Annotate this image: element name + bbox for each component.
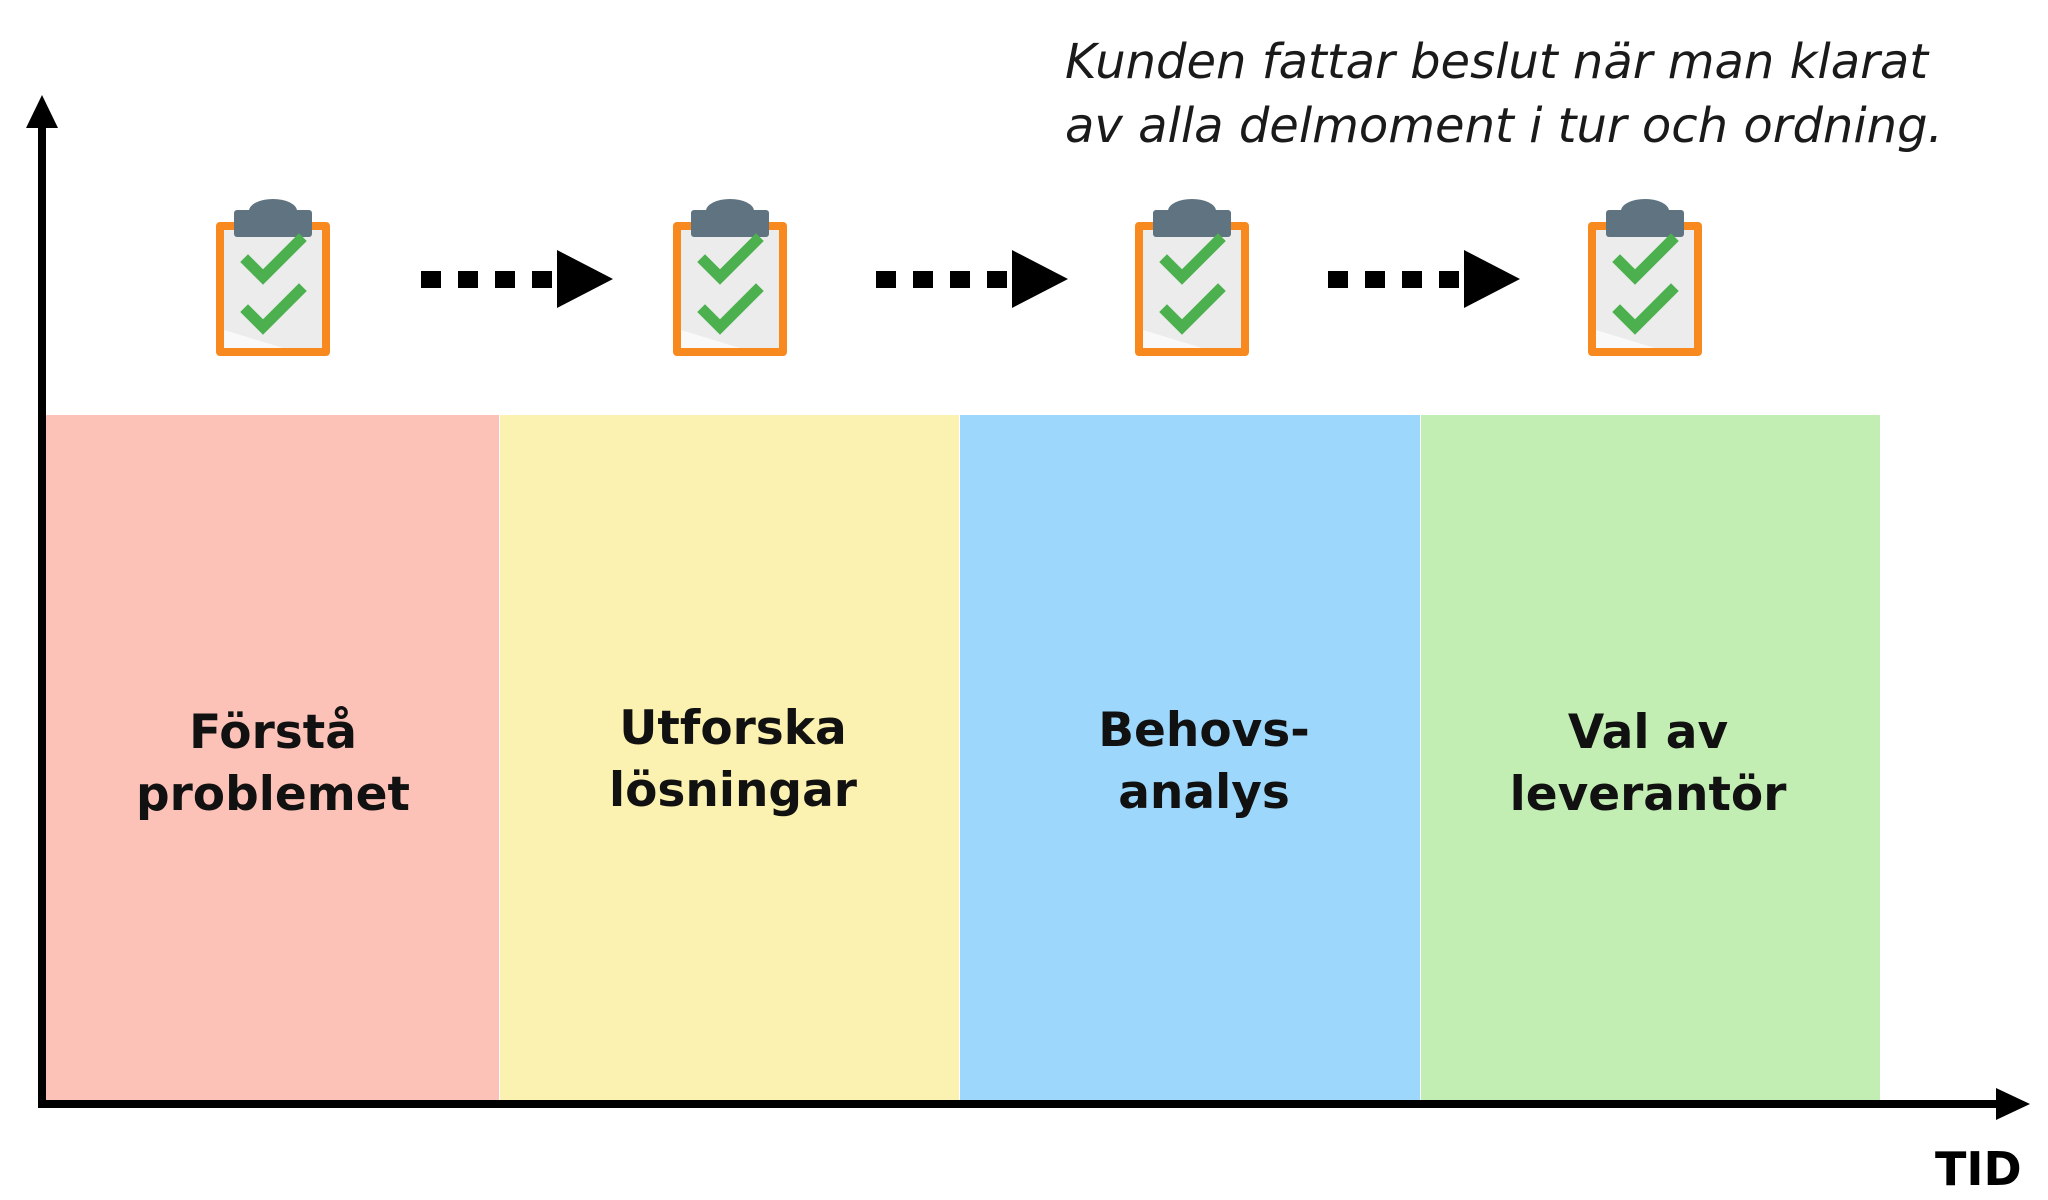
arrow-dash (876, 271, 896, 288)
note-line-1: Kunden fattar beslut när man klarat (1065, 34, 1930, 90)
stage-behovsanalys-label-line-1: Behovs- (1098, 703, 1310, 758)
check-icon-1 (240, 233, 307, 285)
arrow-head (557, 250, 613, 308)
dotted-arrows (421, 250, 1520, 308)
clipboard-clip (234, 210, 312, 237)
x-axis-arrowhead-icon (1996, 1088, 2030, 1120)
stage-utforska-label-line-1: Utforska (619, 701, 847, 756)
arrow-head (1012, 250, 1068, 308)
arrow-dash (1365, 271, 1385, 288)
stage-val-block (1421, 415, 1880, 1100)
stage-forsta-label-line-1: Förstå (189, 705, 357, 760)
stage-forsta-label-line-2: problemet (136, 767, 410, 822)
stage-utforska-clipboard-check-icon (673, 199, 787, 356)
dotted-arrow-1-icon (421, 250, 613, 308)
clipboard-paper-shade (681, 330, 740, 348)
stage-forsta-block (46, 415, 499, 1100)
check-icon-1 (1612, 233, 1679, 285)
check-icon-1 (1159, 233, 1226, 285)
stage-utforska-block (500, 415, 959, 1100)
clipboard-paper-shade (224, 330, 283, 348)
check-icon-2 (697, 283, 764, 335)
dotted-arrow-3-icon (1328, 250, 1520, 308)
check-icon-1 (697, 233, 764, 285)
decision-note: Kunden fattar beslut när man klarat av a… (1065, 34, 1943, 154)
stage-val-label-line-1: Val av (1568, 705, 1728, 760)
stage-blocks (46, 415, 1880, 1100)
y-axis-arrowhead-icon (26, 95, 58, 128)
arrow-dash (495, 271, 515, 288)
stage-forsta-clipboard-check-icon (216, 199, 330, 356)
clipboard-paper (681, 230, 779, 348)
stage-behovsanalys-label-line-2: analys (1118, 765, 1290, 820)
note-line-2: av alla delmoment i tur och ordning. (1065, 98, 1943, 154)
stage-labels: Förstå problemet Utforska lösningar Beho… (136, 701, 1787, 822)
stage-val-clipboard-check-icon (1588, 199, 1702, 356)
arrow-dash (458, 271, 478, 288)
clipboard-icons (216, 199, 1702, 356)
arrow-dash (421, 271, 441, 288)
clipboard-clip (1606, 210, 1684, 237)
stage-utforska-label-line-2: lösningar (609, 763, 858, 818)
arrow-dash (1402, 271, 1422, 288)
arrow-dash (950, 271, 970, 288)
clipboard-paper-shade (1143, 330, 1202, 348)
clipboard-paper (1143, 230, 1241, 348)
clipboard-clip (1153, 210, 1231, 237)
arrow-dash (1328, 271, 1348, 288)
arrow-dash (987, 271, 1007, 288)
x-axis-label: TID (1935, 1142, 2022, 1196)
axes: TID (26, 95, 2030, 1196)
arrow-head (1464, 250, 1520, 308)
clipboard-paper (224, 230, 322, 348)
stage-val-label-line-2: leverantör (1510, 767, 1788, 822)
check-icon-2 (240, 283, 307, 335)
stage-behovsanalys-block (960, 415, 1420, 1100)
arrow-dash (913, 271, 933, 288)
clipboard-clip (691, 210, 769, 237)
clipboard-paper-shade (1596, 330, 1655, 348)
check-icon-2 (1612, 283, 1679, 335)
stage-behovsanalys-clipboard-check-icon (1135, 199, 1249, 356)
arrow-dash (532, 271, 552, 288)
dotted-arrow-2-icon (876, 250, 1068, 308)
check-icon-2 (1159, 283, 1226, 335)
arrow-dash (1439, 271, 1459, 288)
clipboard-paper (1596, 230, 1694, 348)
